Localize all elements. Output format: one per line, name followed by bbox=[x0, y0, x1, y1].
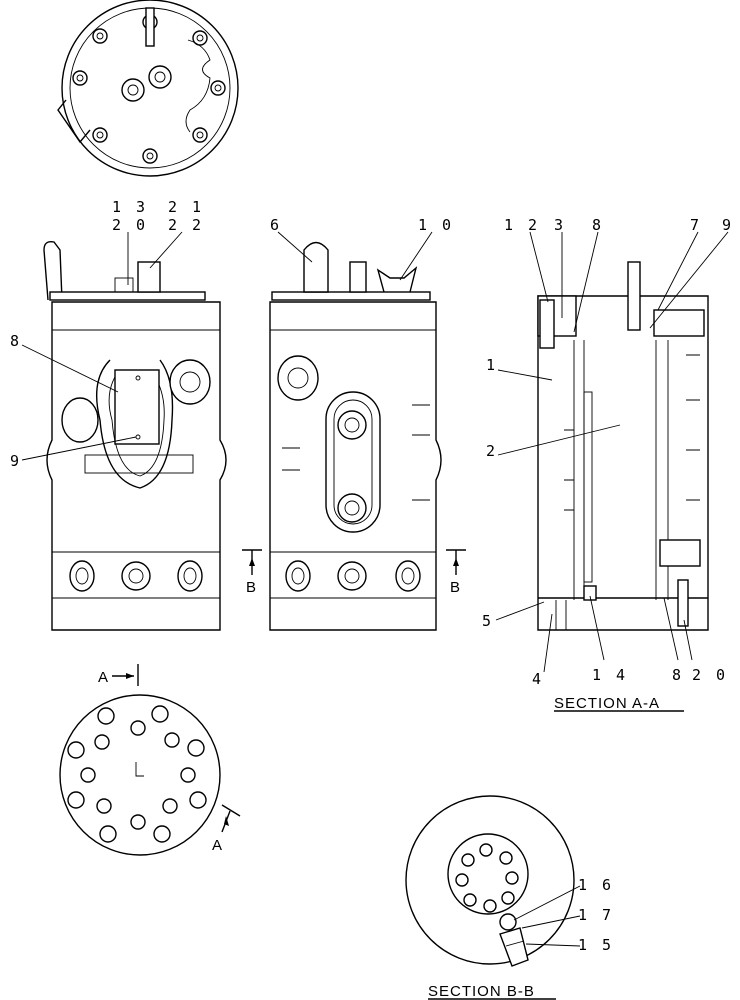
callout-b-15: 1 5 bbox=[578, 936, 614, 954]
bottom-bolt-holes bbox=[67, 705, 207, 843]
callout-13: 1 3 bbox=[112, 198, 148, 216]
callout-a-1: 1 bbox=[486, 356, 498, 374]
callout-a-5: 5 bbox=[482, 612, 494, 630]
callout-9: 9 bbox=[10, 452, 22, 470]
section-marker-a-bottom: A bbox=[212, 837, 222, 854]
callout-a-4: 4 bbox=[532, 670, 544, 688]
section-marker-b-left: B bbox=[246, 579, 256, 596]
callout-a-14: 1 4 bbox=[592, 666, 628, 684]
callout-a-9: 9 bbox=[722, 216, 734, 234]
callout-b-16: 1 6 bbox=[578, 876, 614, 894]
section-a-a: 1 2 3 8 7 9 1 2 5 4 1 4 8 2 0 SECTION A-… bbox=[482, 216, 734, 712]
callout-a-8b: 8 bbox=[672, 666, 684, 684]
callout-a-20: 2 0 bbox=[692, 666, 728, 684]
callout-a-8: 8 bbox=[592, 216, 604, 234]
section-b-title: SECTION B-B bbox=[428, 983, 535, 1000]
callout-a-3: 3 bbox=[554, 216, 566, 234]
callout-21: 2 1 bbox=[168, 198, 204, 216]
callout-20: 2 0 bbox=[112, 216, 148, 234]
callout-22: 2 2 bbox=[168, 216, 204, 234]
section-a-title: SECTION A-A bbox=[554, 695, 660, 712]
section-b-b: 1 6 1 7 1 5 SECTION B-B bbox=[405, 795, 614, 1000]
callout-b-17: 1 7 bbox=[578, 906, 614, 924]
section-b-holes bbox=[455, 843, 519, 913]
callout-a-2: 2 bbox=[486, 442, 498, 460]
callout-a-12: 1 2 bbox=[504, 216, 540, 234]
top-view bbox=[57, 0, 239, 177]
callout-6: 6 bbox=[270, 216, 282, 234]
front-view: 1 3 2 0 2 1 2 2 8 9 bbox=[10, 198, 227, 631]
callout-a-7: 7 bbox=[690, 216, 702, 234]
section-marker-b-right: B bbox=[450, 579, 460, 596]
section-marker-a-top: A bbox=[98, 669, 108, 686]
callout-8: 8 bbox=[10, 332, 22, 350]
bottom-view: A A bbox=[59, 664, 241, 856]
callout-10: 1 0 bbox=[418, 216, 454, 234]
bolt-ring bbox=[72, 28, 226, 164]
side-view: 6 1 0 B B bbox=[242, 216, 466, 631]
